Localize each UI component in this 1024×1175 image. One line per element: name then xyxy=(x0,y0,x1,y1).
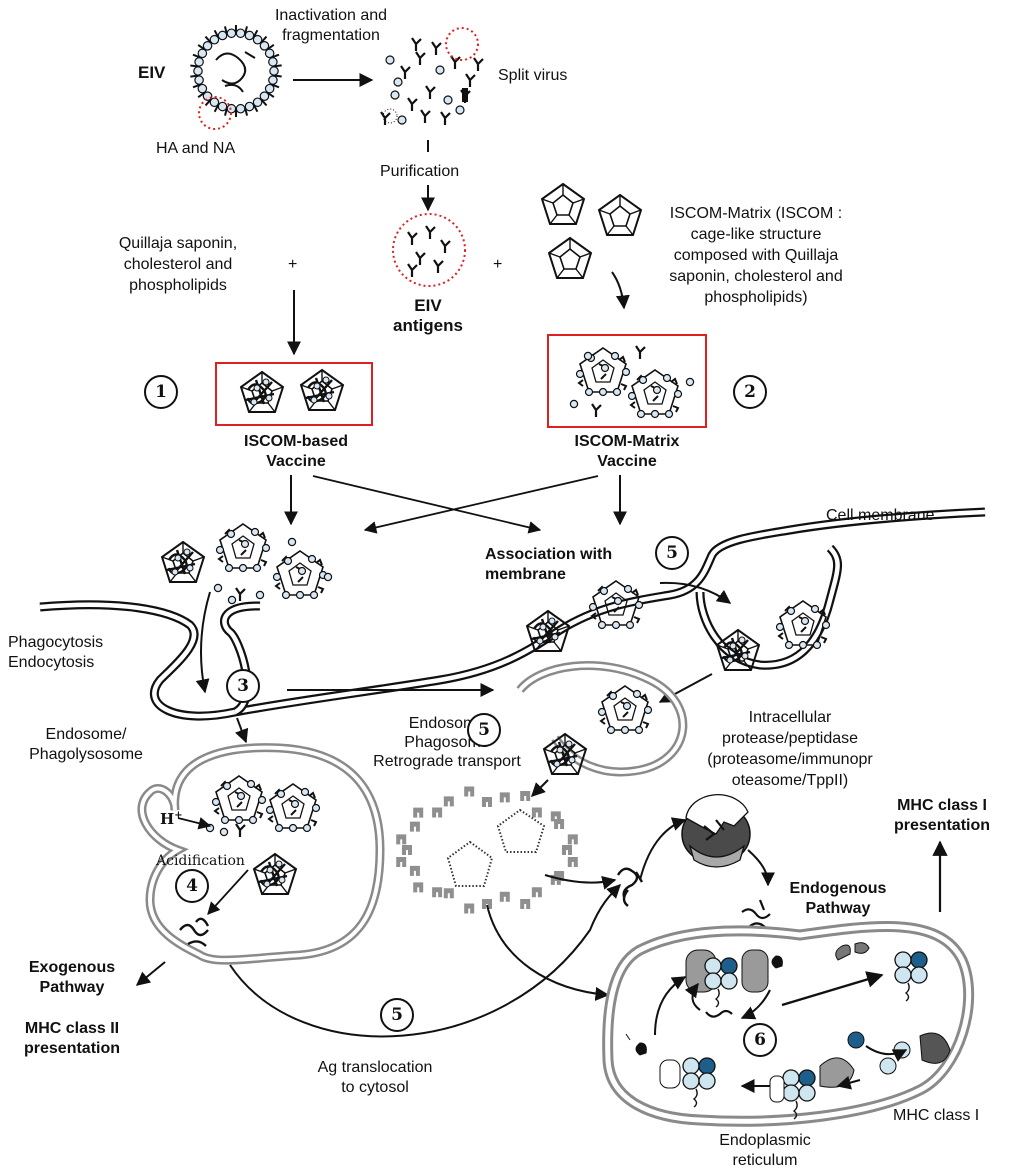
step-5-badge-translocation: 5 xyxy=(380,998,414,1032)
step-6-badge: 6 xyxy=(743,1023,777,1057)
arrow-assembly xyxy=(865,1045,908,1062)
split-virus-label: Split virus xyxy=(498,67,568,84)
endosome-phagosome-vesicle xyxy=(516,661,688,777)
peptides-cytosol xyxy=(741,899,771,929)
arrow-matrix-to-vaccine xyxy=(611,271,630,310)
purification-label: Purification xyxy=(380,163,460,180)
h-plus-label: H+ xyxy=(160,810,183,828)
arrow-acidification xyxy=(207,869,249,915)
arrow-degradation xyxy=(531,779,549,797)
arrow-to-proteasome xyxy=(639,817,687,881)
arrow-association xyxy=(659,581,732,604)
iscom-based-box xyxy=(215,362,373,426)
ha-na-label: HA and NA xyxy=(156,140,236,157)
arrow-h-plus xyxy=(177,817,212,830)
arrow-to-phagolysosome xyxy=(235,717,249,744)
arrow-phagocytosis xyxy=(195,591,211,694)
arrow-to-er xyxy=(486,904,610,1001)
split-virus-highlight-circle xyxy=(445,27,479,61)
arrow-er-loop-a xyxy=(684,982,701,1011)
step-5-badge-endosome: 5 xyxy=(467,713,501,747)
arrow-exogenous xyxy=(135,961,166,986)
arrow-mhc-export xyxy=(781,971,884,1007)
arrow-er-loop-c xyxy=(740,989,771,1020)
cell-membrane xyxy=(39,507,986,721)
step-3-badge: 3 xyxy=(226,669,260,703)
arrow-from-proteasome xyxy=(747,849,775,887)
phagolysosome-label: Endosome/Phagolysosome xyxy=(29,726,143,763)
arrow-ag-translocation xyxy=(229,884,621,1038)
arrow-er-loop-b xyxy=(654,976,687,1036)
iscom-matrix-description: ISCOM-Matrix (ISCOM :cage-like structure… xyxy=(669,205,843,306)
eiv-virus-icon xyxy=(190,24,282,118)
arrow-er-left-1 xyxy=(836,1075,861,1090)
iscom-matrix-box xyxy=(547,334,707,428)
phagolysosome-vesicle xyxy=(137,743,385,965)
arrow-fragments-to-proteasome xyxy=(544,874,617,890)
arrow-matrix-to-uptake xyxy=(363,475,599,534)
eiv-antigens-icon xyxy=(406,224,452,279)
cell-membrane-label: Cell membrane xyxy=(826,507,935,524)
eiv-antigens-circle xyxy=(392,213,466,287)
ha-na-highlight-circle xyxy=(198,96,232,130)
iscom-matrix-cages-icon xyxy=(541,183,642,279)
eiv-label: EIV xyxy=(138,63,166,82)
split-virus-icon xyxy=(380,37,484,125)
acidification-label: Acidification xyxy=(156,853,245,869)
plus-right: + xyxy=(493,256,503,273)
step-1-badge: 1 xyxy=(144,375,178,409)
antigen-in-cytosol xyxy=(616,867,644,907)
degraded-antigen-fragments xyxy=(396,786,578,914)
proteasome-icon xyxy=(681,794,751,868)
step-2-badge: 2 xyxy=(733,375,767,409)
arrow-iscom-to-membrane xyxy=(312,475,542,534)
peptide-er xyxy=(705,1009,733,1018)
step-4-badge: 4 xyxy=(175,869,209,903)
step-5-badge-association: 5 xyxy=(655,536,689,570)
plus-left: + xyxy=(288,256,298,273)
peptides-exogenous xyxy=(179,917,210,947)
mhc-class-i-label: MHC class I xyxy=(893,1107,980,1124)
endoplasmic-reticulum xyxy=(602,920,975,1127)
